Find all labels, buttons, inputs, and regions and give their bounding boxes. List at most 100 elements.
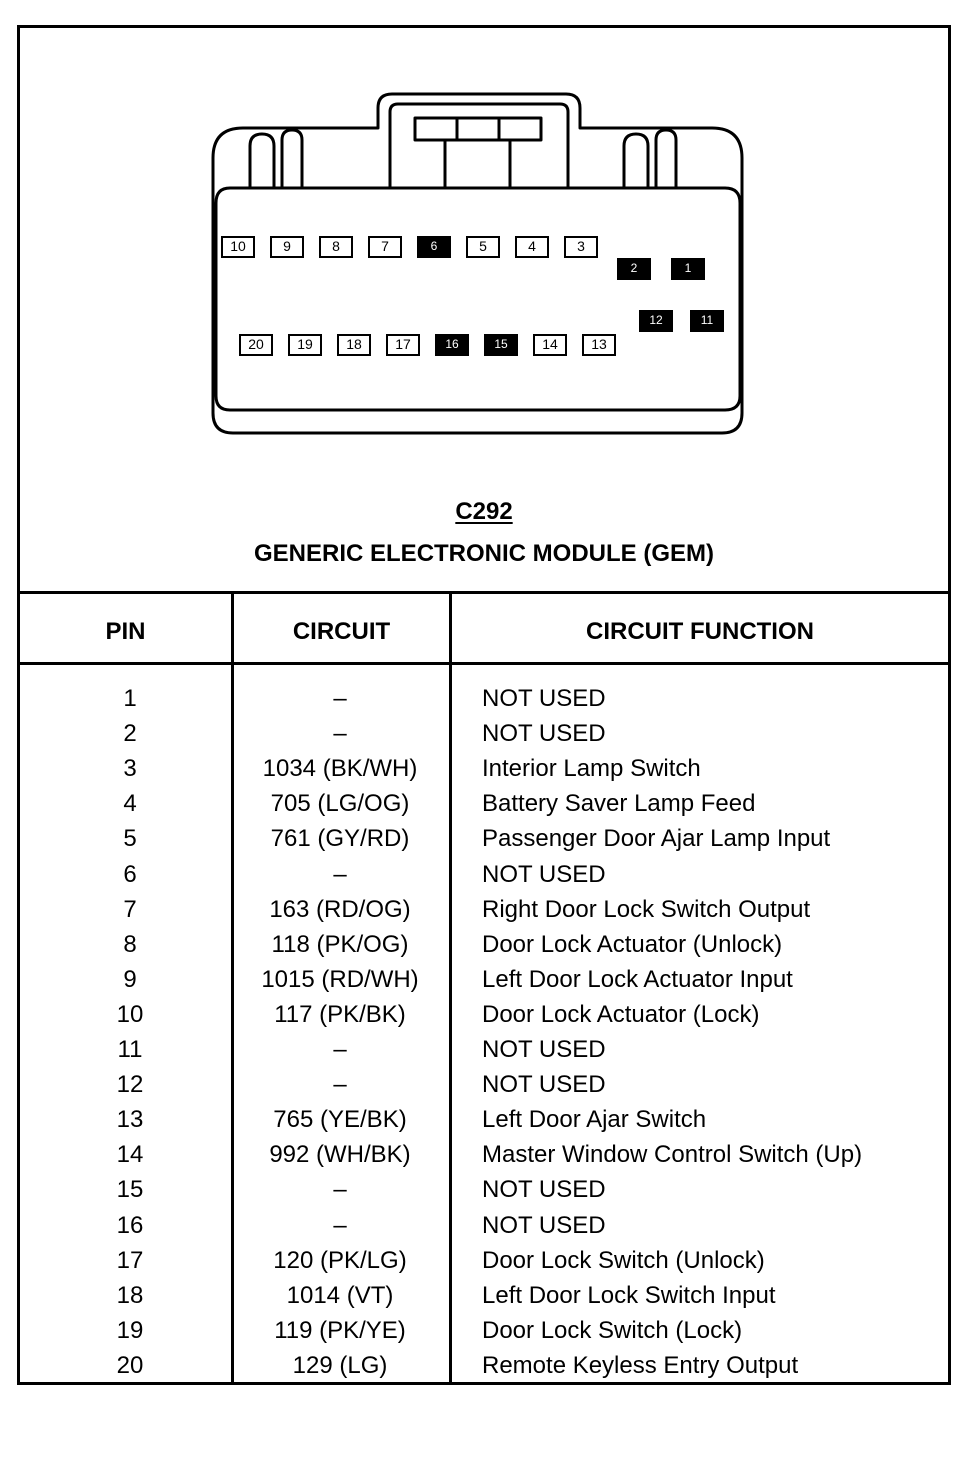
circuit-cell: 1014 (VT)	[286, 1281, 394, 1309]
pin-cell: 14	[116, 1141, 144, 1169]
pin-cell: 9	[123, 965, 137, 993]
circuit-cell: 1034 (BK/WH)	[262, 755, 418, 783]
circuit-cell: 120 (PK/LG)	[273, 1246, 407, 1274]
circuit-cell: 163 (RD/OG)	[269, 895, 411, 923]
function-cell: NOT USED	[482, 1071, 606, 1099]
function-cell: Passenger Door Ajar Lamp Input	[482, 825, 831, 853]
circuit-cell: 119 (PK/YE)	[274, 1316, 406, 1344]
cavity-pin-14: 14	[533, 334, 567, 356]
circuit-cell: 992 (WH/BK)	[269, 1141, 411, 1169]
circuit-cell: –	[333, 1071, 347, 1099]
cavity-pin-12: 12	[639, 310, 673, 332]
cavity-pin-8: 8	[319, 236, 353, 258]
circuit-cell: –	[333, 720, 347, 748]
cavity-pin-20: 20	[239, 334, 273, 356]
cavity-pin-19: 19	[288, 334, 322, 356]
header-pin: PIN	[105, 618, 146, 645]
pin-cell: 8	[123, 930, 137, 958]
table-row: 12 – NOT USED	[20, 1071, 948, 1106]
column-divider	[231, 594, 234, 1382]
table-row: 4 705 (LG/OG) Battery Saver Lamp Feed	[20, 790, 948, 825]
function-cell: Door Lock Actuator (Unlock)	[482, 930, 783, 958]
function-cell: Remote Keyless Entry Output	[482, 1351, 799, 1379]
cavity-pin-3: 3	[564, 236, 598, 258]
cavity-pin-15: 15	[484, 334, 518, 356]
function-cell: NOT USED	[482, 720, 606, 748]
table-row: 1–NOT USED	[20, 685, 948, 720]
column-divider	[449, 594, 452, 1382]
cavity-pin-2: 2	[617, 258, 651, 280]
function-cell: Right Door Lock Switch Output	[482, 895, 811, 923]
pin-cell: 3	[123, 755, 137, 783]
circuit-cell: –	[333, 685, 347, 712]
function-cell: Left Door Lock Switch Input	[482, 1281, 776, 1309]
connector-id: C292	[455, 498, 513, 525]
function-cell: Door Lock Switch (Unlock)	[482, 1246, 765, 1274]
function-cell: Left Door Ajar Switch	[482, 1106, 707, 1134]
circuit-cell: –	[333, 1176, 347, 1204]
pin-cell: 11	[117, 1036, 143, 1063]
circuit-cell: 765 (YE/BK)	[273, 1106, 407, 1134]
function-cell: Battery Saver Lamp Feed	[482, 790, 756, 818]
cavity-pin-4: 4	[515, 236, 549, 258]
pin-cell: 16	[116, 1211, 144, 1239]
table-row: 14 992 (WH/BK) Master Window Control Switc…	[20, 1141, 948, 1176]
circuit-cell: 129 (LG)	[292, 1351, 388, 1379]
circuit-cell: 118 (PK/OG)	[271, 930, 409, 958]
function-cell: NOT USED	[482, 860, 606, 888]
circuit-cell: 1015 (RD/WH)	[261, 965, 419, 993]
pin-cell: 4	[123, 790, 137, 818]
function-cell: NOT USED	[482, 1211, 606, 1239]
cavity-pin-6: 6	[417, 236, 451, 258]
pin-cell: 7	[123, 895, 137, 923]
section-divider	[20, 591, 948, 594]
function-cell: Door Lock Switch (Lock)	[482, 1316, 743, 1344]
pin-cell: 19	[116, 1316, 144, 1344]
cavity-pin-10: 10	[221, 236, 255, 258]
pin-cell: 5	[123, 825, 137, 853]
pin-cell: 12	[116, 1071, 144, 1099]
cavity-pin-7: 7	[368, 236, 402, 258]
table-row: 10 117 (PK/BK) Door Lock Actuator (Lock)	[20, 1001, 948, 1036]
table-row: 13 765 (YE/BK) Left Door Ajar Switch	[20, 1106, 948, 1141]
function-cell: NOT USED	[482, 685, 606, 712]
circuit-cell: 117 (PK/BK)	[274, 1000, 406, 1028]
table-row: 2 – NOT USED	[20, 720, 948, 755]
table-row: 19 119 (PK/YE) Door Lock Switch (Lock)	[20, 1317, 948, 1352]
cavity-pin-11: 11	[690, 310, 724, 332]
function-cell: Interior Lamp Switch	[482, 755, 701, 783]
cavity-pin-1: 1	[671, 258, 705, 280]
function-cell: Left Door Lock Actuator Input	[482, 965, 793, 993]
table-row: 8 118 (PK/OG) Door Lock Actuator (Unlock)	[20, 931, 948, 966]
circuit-cell: 705 (LG/OG)	[270, 790, 410, 818]
pin-cell: 15	[116, 1176, 144, 1204]
table-row: 3 1034 (BK/WH) Interior Lamp Switch	[20, 755, 948, 790]
table-row: 7 163 (RD/OG) Right Door Lock Switch Outpu…	[20, 896, 948, 931]
table-row: 9 1015 (RD/WH) Left Door Lock Actuator Inp…	[20, 966, 948, 1001]
table-row: 16 – NOT USED	[20, 1212, 948, 1247]
circuit-cell: –	[333, 860, 347, 888]
pin-cell: 10	[116, 1000, 144, 1028]
pin-cell: 2	[123, 720, 137, 748]
function-cell: NOT USED	[482, 1036, 606, 1063]
header-circuit-function: CIRCUIT FUNCTION	[586, 618, 814, 645]
connector-outline	[211, 92, 744, 435]
cavity-pin-13: 13	[582, 334, 616, 356]
table-row: 11–NOT USED	[20, 1036, 948, 1071]
pin-cell: 13	[116, 1106, 144, 1134]
header-divider	[20, 662, 948, 665]
cavity-pin-17: 17	[386, 334, 420, 356]
header-circuit: CIRCUIT	[292, 618, 391, 645]
function-cell: Master Window Control Switch (Up)	[482, 1141, 863, 1169]
pin-cell: 6	[123, 860, 137, 888]
circuit-cell: –	[333, 1211, 347, 1239]
table-row: 15–NOT USED	[20, 1176, 948, 1211]
function-cell: Door Lock Actuator (Lock)	[482, 1000, 760, 1028]
